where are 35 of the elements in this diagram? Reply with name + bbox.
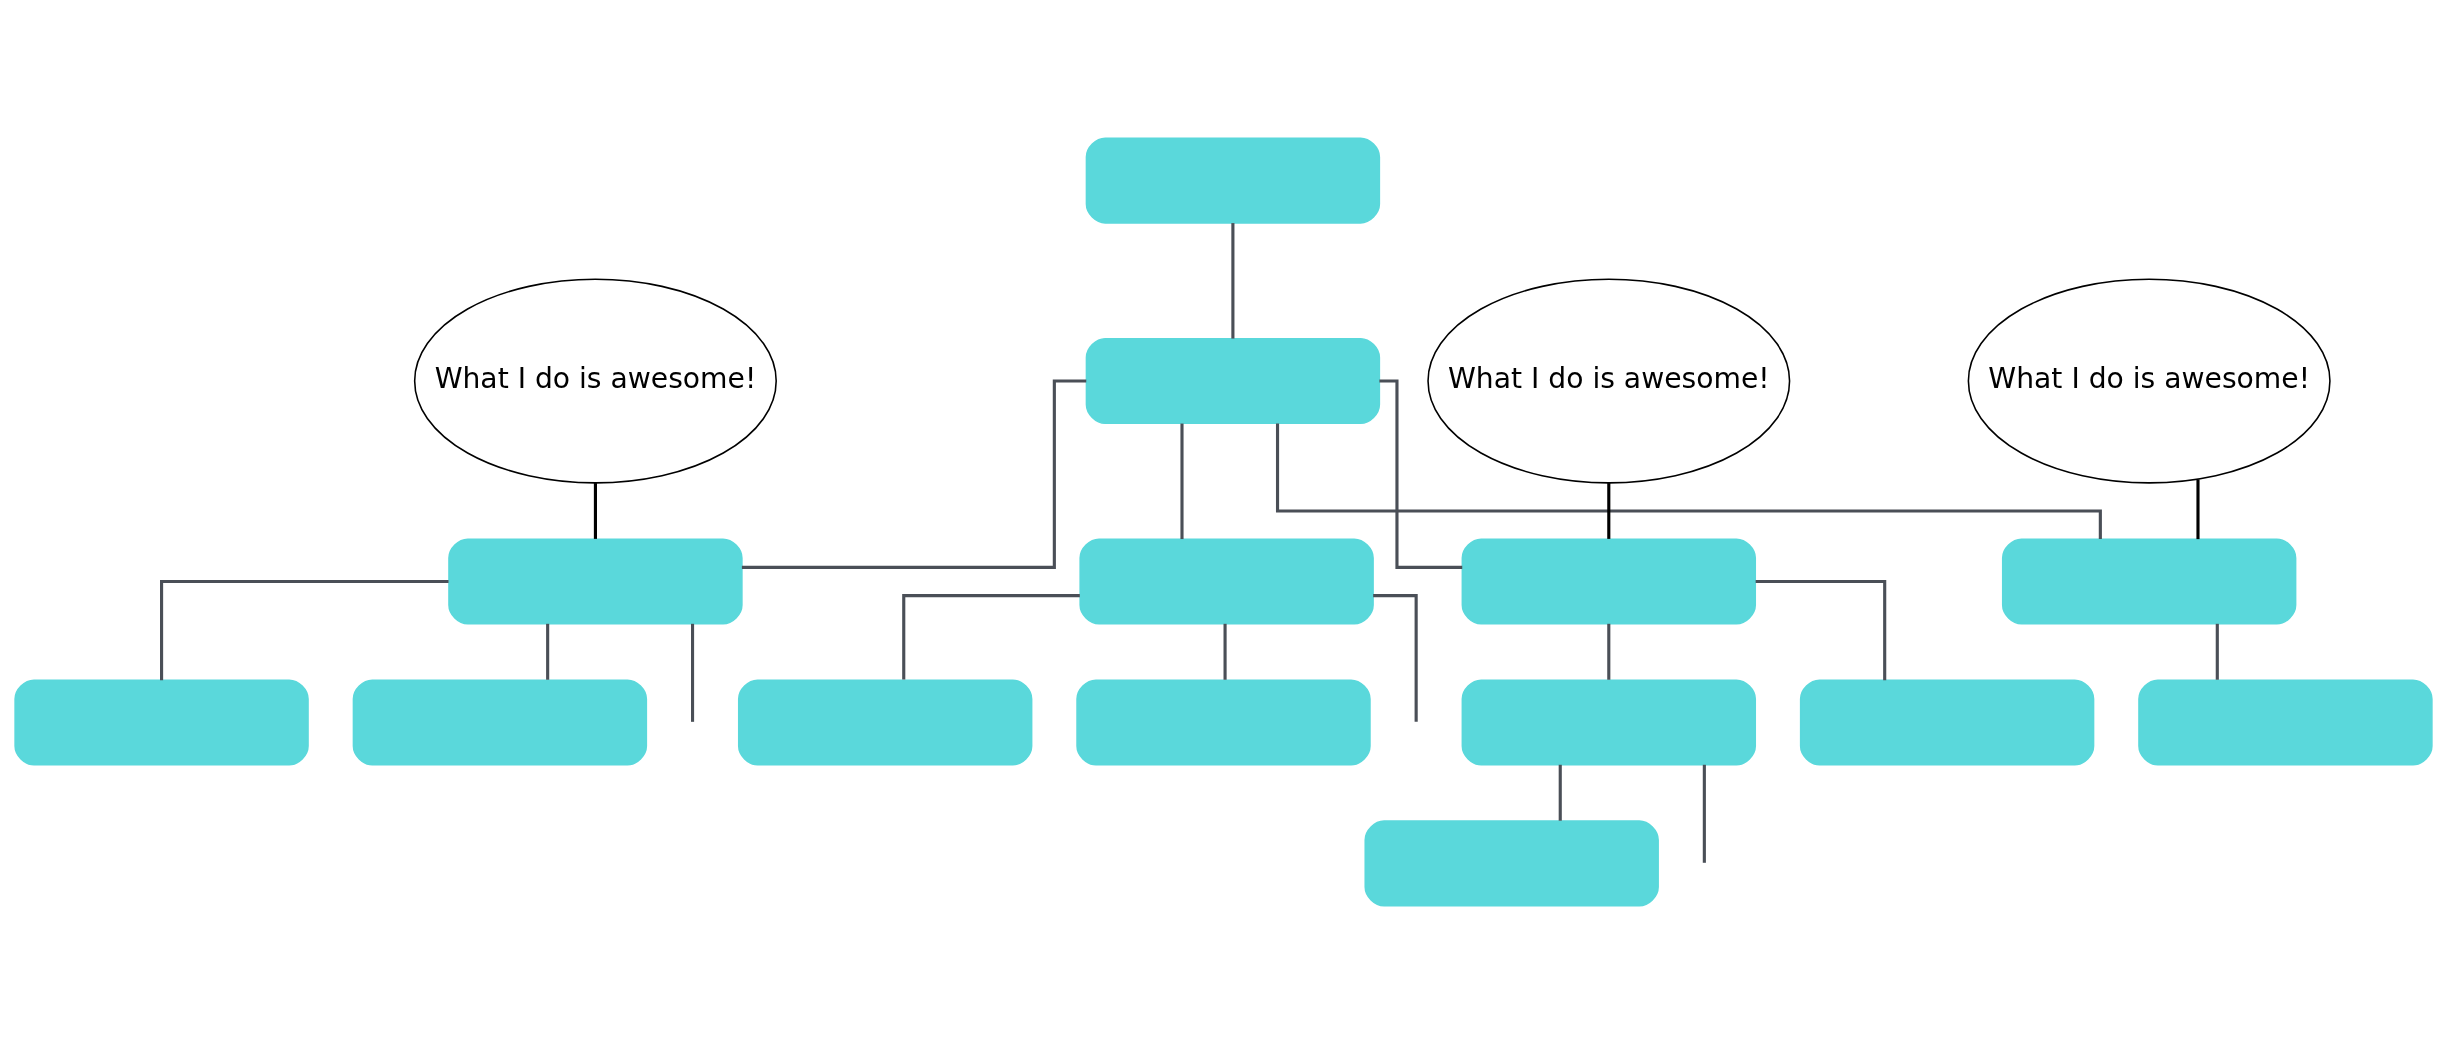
connector [1275,423,2102,539]
connector [902,593,1080,680]
node-box [1085,137,1381,224]
node-box [14,678,309,766]
connector [1231,222,1235,339]
node-ellipse: What I do is awesome! [413,277,777,484]
connector [690,623,695,722]
connector [1373,593,1418,722]
node-ellipse: What I do is awesome! [1427,277,1791,484]
connector [160,579,449,680]
node-box [1799,678,2095,766]
connector [593,482,597,539]
node-box [1461,537,1757,625]
node-box [737,678,1033,766]
node-ellipse: What I do is awesome! [1967,277,2331,484]
connector [1755,579,1887,680]
node-box [1461,678,1757,766]
connector [1180,423,1184,539]
node-box [448,537,743,625]
connector [1607,482,1611,539]
connector [2196,479,2200,539]
connector [2215,623,2219,680]
connector [1607,623,1611,680]
node-box [1085,337,1381,424]
connector [1702,764,1706,863]
connector [546,623,550,680]
node-box [1364,819,1659,906]
connector [1558,764,1562,821]
connector [1379,378,1463,569]
connector [1223,623,1227,680]
node-box [352,678,648,766]
node-box [1079,537,1374,625]
node-box [2001,537,2297,625]
node-box [2138,678,2433,766]
node-box [1076,678,1371,766]
